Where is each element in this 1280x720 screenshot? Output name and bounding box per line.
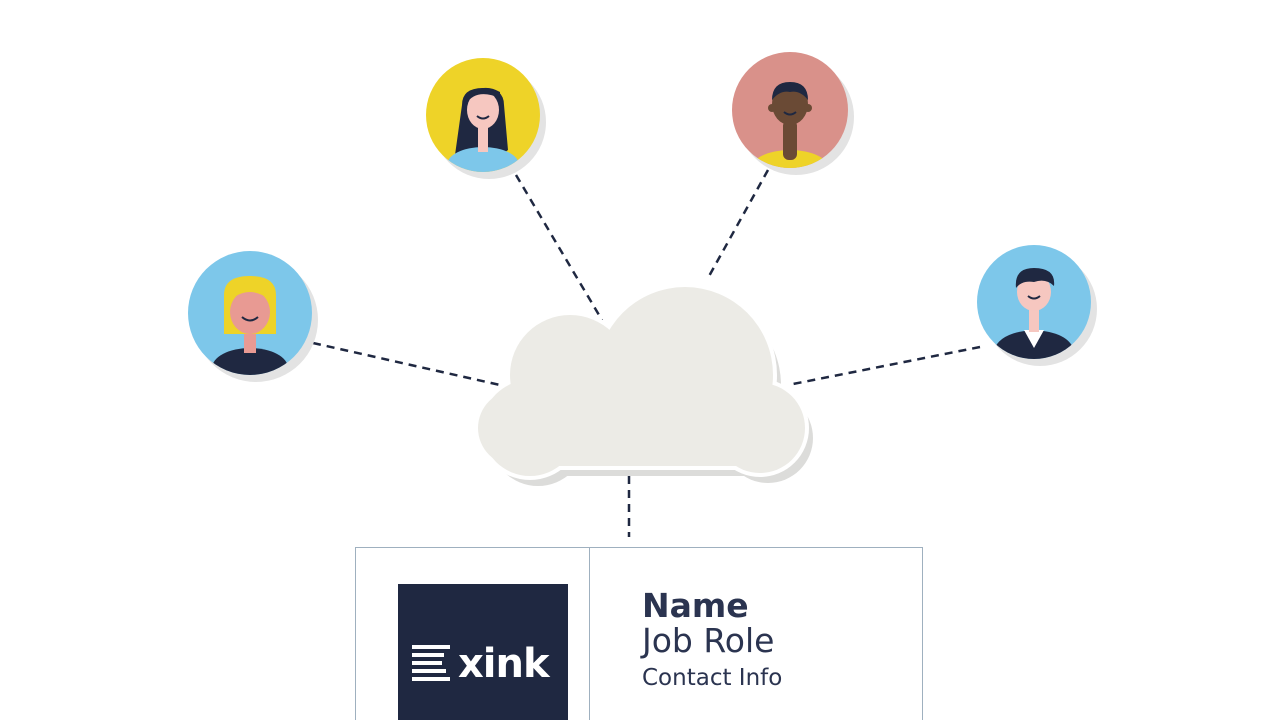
signature-contact-info: Contact Info [642,665,783,691]
connector-top-right [706,169,770,279]
lines-icon [412,645,450,681]
signature-job-role: Job Role [642,621,775,660]
signature-details: Name Job Role Contact Info [642,588,782,698]
email-signature-card: xink Name Job Role Contact Info [355,547,923,720]
avatar-left [188,251,318,382]
connectors [312,169,981,537]
xink-logo: xink [398,584,568,720]
avatar-top-left [426,58,546,179]
connector-left [312,341,501,387]
signature-name: Name [642,586,749,625]
connector-right [787,345,981,387]
connector-top-left [514,174,604,321]
cloud-icon [474,283,813,486]
logo-text: xink [458,641,550,687]
card-divider [589,548,590,720]
avatar-right [977,245,1097,366]
avatar-top-right [732,52,854,175]
